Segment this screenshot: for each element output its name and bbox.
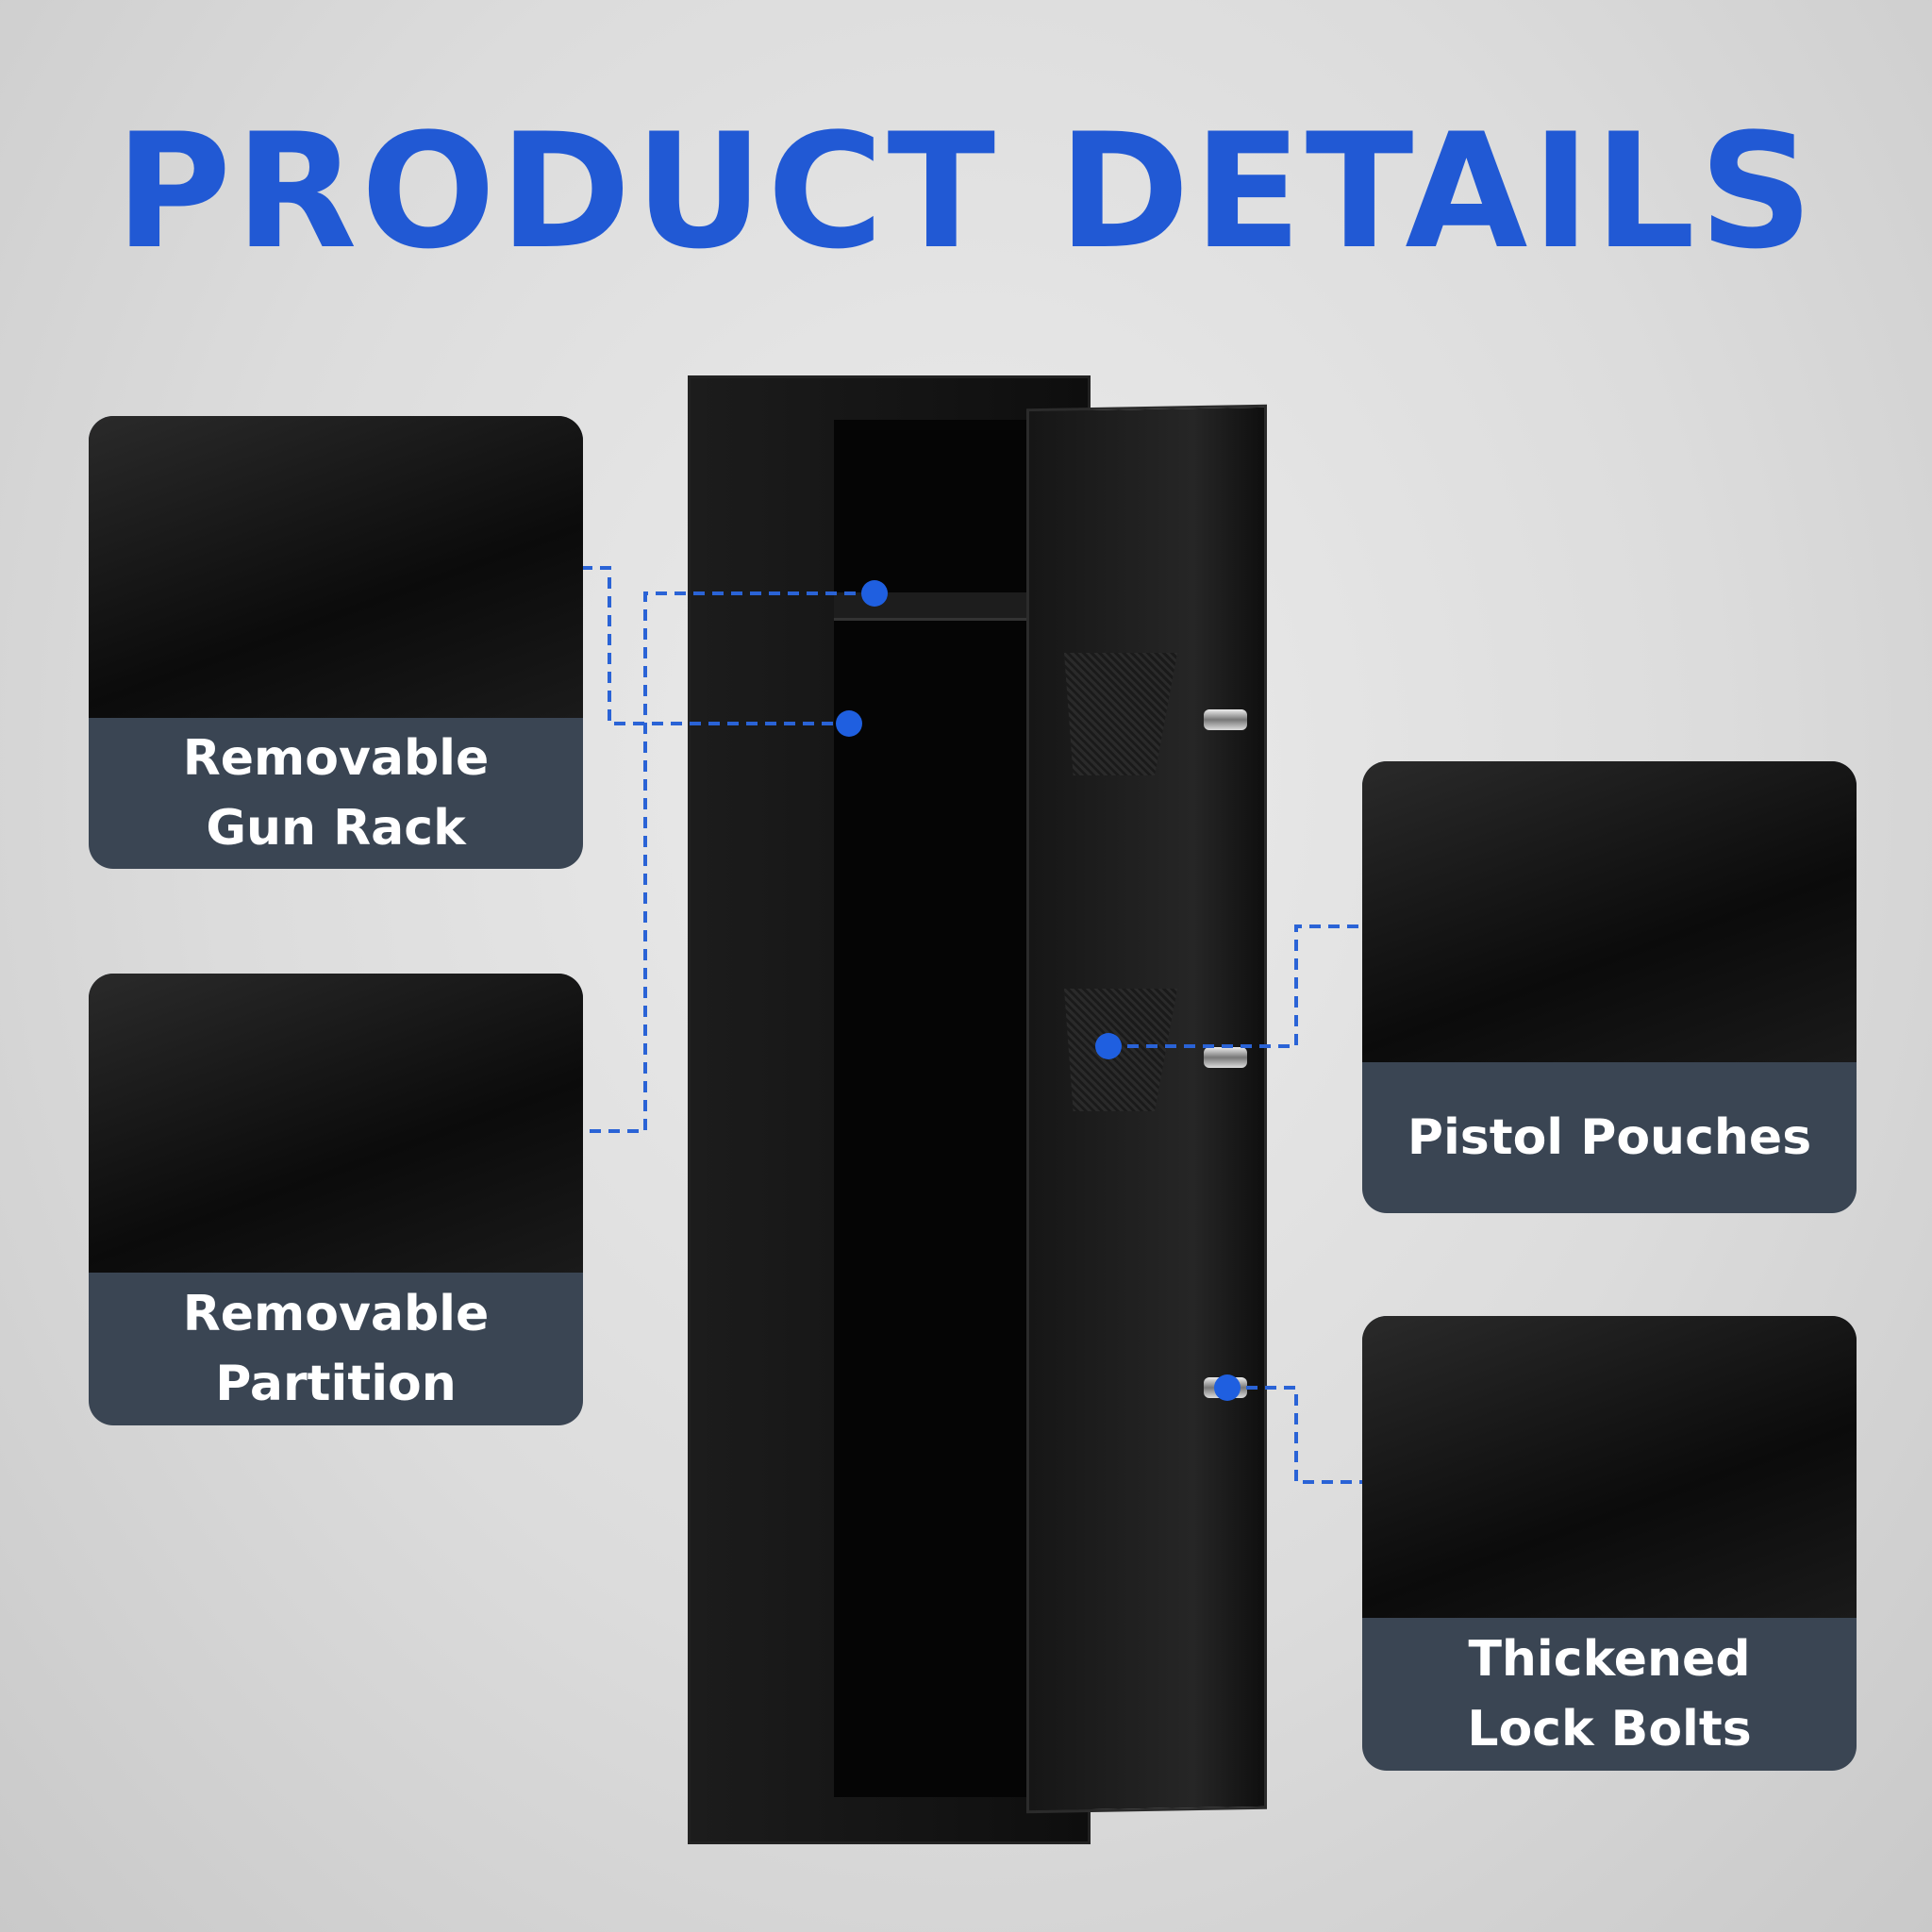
feature-label: Pistol Pouches [1362,1062,1857,1213]
lock-bolt [1204,1047,1247,1068]
safe-interior [834,420,1027,1797]
pistol-pouch-top [1064,653,1177,775]
feature-label: Thickened Lock Bolts [1362,1618,1857,1771]
gun-rack-photo [89,416,583,718]
page-title: PRODUCT DETAILS [115,99,1817,284]
feature-card-partition: Removable Partition [89,974,583,1425]
callout-dot-bolts [1214,1374,1241,1401]
feature-label-line: Thickened [1468,1631,1751,1688]
feature-label-line: Removable [182,730,490,787]
feature-card-gun-rack: Removable Gun Rack [89,416,583,869]
partition-photo [89,974,583,1273]
pistol-pouch-photo [1362,761,1857,1062]
callout-dot-pouches [1095,1033,1122,1059]
callout-dot-partition [836,710,862,737]
feature-label: Removable Gun Rack [89,718,583,869]
lock-bolt-photo [1362,1316,1857,1618]
feature-label: Removable Partition [89,1273,583,1425]
feature-label-line: Partition [215,1356,457,1412]
safe-shelf [834,592,1027,621]
lock-bolt [1204,709,1247,730]
feature-card-lock-bolts: Thickened Lock Bolts [1362,1316,1857,1771]
feature-label-line: Lock Bolts [1467,1701,1752,1757]
feature-card-pistol-pouches: Pistol Pouches [1362,761,1857,1213]
feature-label-line: Pistol Pouches [1407,1109,1812,1166]
feature-label-line: Gun Rack [206,800,466,857]
feature-label-line: Removable [182,1286,490,1342]
callout-dot-gun-rack [861,580,888,607]
